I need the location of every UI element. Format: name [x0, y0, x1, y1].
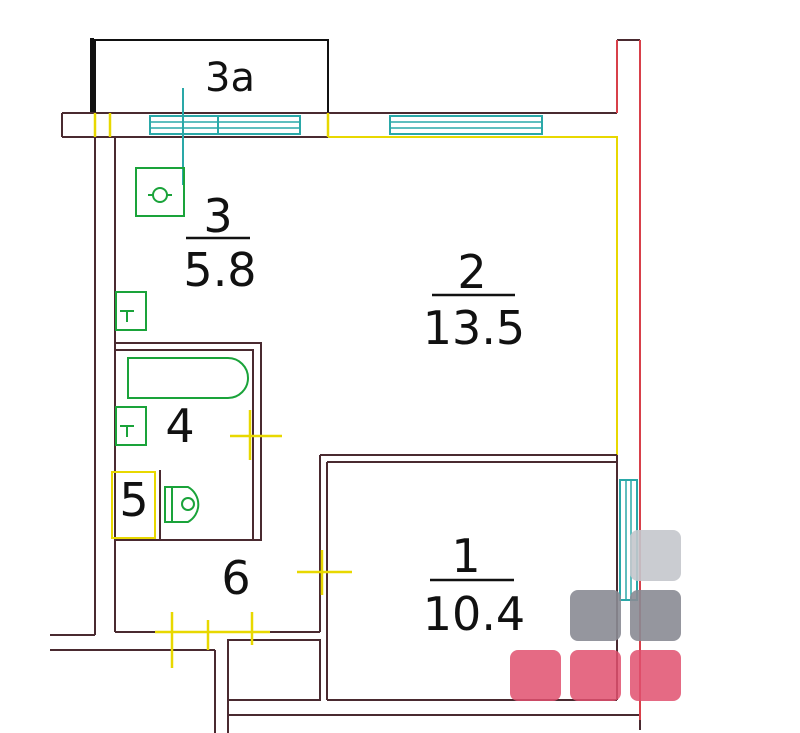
room-1-label: 1 10.4	[423, 529, 525, 641]
room-2-outline	[328, 136, 618, 455]
room-2-label: 2 13.5	[423, 245, 525, 355]
room-1-number: 1	[451, 529, 480, 583]
room-3a-label: 3a	[205, 55, 255, 101]
room-3a-number: 3a	[205, 55, 255, 101]
room-5-number: 5	[119, 473, 148, 527]
room-2-number: 2	[457, 245, 486, 299]
door-markers	[93, 113, 352, 668]
room-3-label: 3 5.8	[183, 189, 256, 297]
stove-icon	[135, 167, 185, 217]
room-1-area: 10.4	[423, 587, 525, 641]
window-room-2	[389, 115, 543, 135]
kitchen-sink-icon	[115, 291, 147, 331]
bathroom-sink-icon	[115, 406, 147, 446]
room-3-area: 5.8	[183, 243, 256, 297]
outer-walls	[50, 39, 641, 733]
bathtub-icon	[127, 357, 249, 399]
window-room-3	[149, 115, 301, 135]
room-3-number: 3	[203, 189, 232, 243]
room-5-outline	[111, 471, 156, 539]
watermark-squares	[510, 530, 681, 701]
room-2-area: 13.5	[423, 301, 525, 355]
toilet-icon	[164, 486, 200, 523]
room-6-number: 6	[221, 551, 250, 605]
room-4-number: 4	[165, 399, 194, 453]
